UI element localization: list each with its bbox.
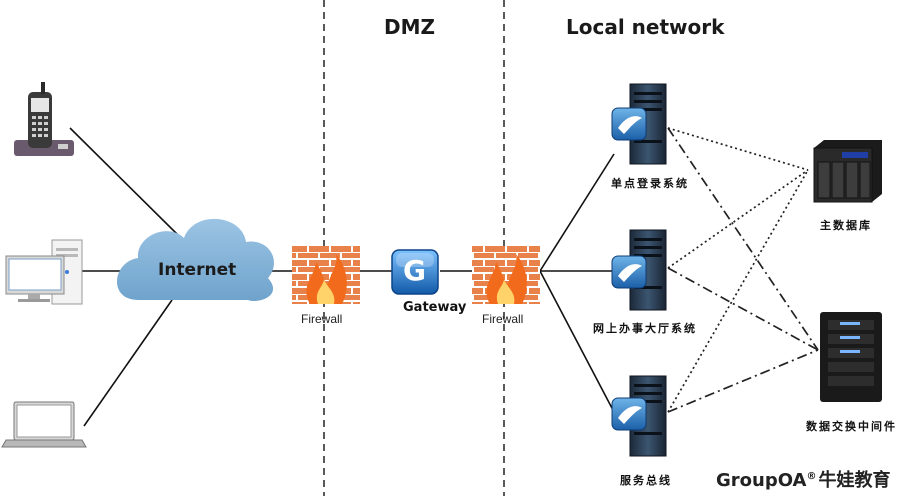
brand-logo: GroupOA®牛娃教育 xyxy=(716,466,890,492)
firewall-left-label: Firewall xyxy=(301,312,343,326)
gateway-letter: G xyxy=(403,254,426,287)
server-icon xyxy=(611,229,667,311)
zone-label-dmz: DMZ xyxy=(384,15,436,39)
tower-server-icon xyxy=(820,312,882,402)
phone-icon xyxy=(14,82,74,156)
main-db-label: 主数据库 xyxy=(820,219,872,232)
gateway-icon xyxy=(391,249,439,295)
firewall-icon xyxy=(292,246,360,304)
internet-label: Internet xyxy=(158,260,237,280)
server-label-hall: 网上办事大厅系统 xyxy=(593,322,697,335)
middleware-links xyxy=(667,127,819,413)
cloud-icon xyxy=(116,218,274,302)
server-icon xyxy=(611,83,667,165)
firewall-right-label: Firewall xyxy=(482,312,524,326)
brand-name: GroupOA xyxy=(716,470,807,491)
server-icon xyxy=(611,375,667,457)
zone-label-local-network: Local network xyxy=(566,15,725,39)
server-label-bus: 服务总线 xyxy=(620,474,672,487)
laptop-icon xyxy=(1,401,87,448)
desktop-icon xyxy=(5,239,83,305)
server-label-sso: 单点登录系统 xyxy=(611,177,689,190)
firewall-icon xyxy=(472,246,540,304)
db-links xyxy=(667,127,809,413)
internet-links xyxy=(69,127,615,427)
brand-reg: ® xyxy=(806,471,817,482)
gateway-label: Gateway xyxy=(403,300,467,315)
middleware-label: 数据交换中间件 xyxy=(806,420,897,433)
nas-icon xyxy=(813,140,882,203)
brand-cn: 牛娃教育 xyxy=(818,470,891,491)
